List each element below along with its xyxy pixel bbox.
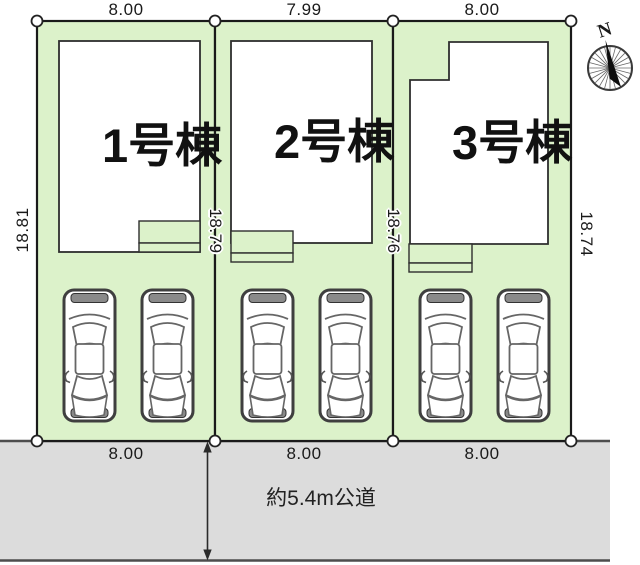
car-top-view-icon bbox=[318, 288, 373, 423]
building-2-label: 2号棟 bbox=[274, 116, 394, 168]
dimension-bottom-lot-3: 8.00 bbox=[464, 444, 500, 463]
dimension-top-lot-3: 8.00 bbox=[464, 0, 500, 19]
road-surface bbox=[0, 441, 610, 561]
building-2-porch-step-2 bbox=[230, 252, 294, 263]
car-top-view-icon bbox=[240, 288, 295, 423]
building-1-porch-step-2 bbox=[138, 242, 201, 253]
building-1-footprint bbox=[58, 40, 201, 253]
dimension-bottom-lot-1: 8.00 bbox=[108, 444, 144, 463]
boundary-marker-icon bbox=[208, 14, 222, 28]
building-1-porch-step-1 bbox=[138, 220, 201, 244]
dimension-bottom-lot-2: 8.00 bbox=[286, 444, 322, 463]
boundary-marker-icon bbox=[564, 14, 578, 28]
dimension-top-lot-1: 8.00 bbox=[108, 0, 144, 19]
building-3-porch-step-2 bbox=[408, 262, 473, 273]
dimension-right-depth: 18.74 bbox=[577, 211, 596, 257]
boundary-marker-icon bbox=[564, 434, 578, 448]
boundary-marker-icon bbox=[386, 434, 400, 448]
car-top-view-icon bbox=[418, 288, 473, 423]
car-top-view-icon bbox=[140, 288, 195, 423]
building-3-porch-step-1 bbox=[408, 243, 473, 264]
compass-rose-icon bbox=[587, 40, 633, 91]
building-2-footprint bbox=[230, 40, 373, 244]
building-1-label: 1号棟 bbox=[102, 120, 222, 172]
dimension-top-lot-2: 7.99 bbox=[286, 0, 322, 19]
dimension-left-depth: 18.81 bbox=[13, 207, 32, 253]
car-top-view-icon bbox=[62, 288, 117, 423]
boundary-marker-icon bbox=[30, 434, 44, 448]
road-label: 約5.4m公道 bbox=[266, 487, 376, 510]
boundary-marker-icon bbox=[208, 434, 222, 448]
dimension-divider-2-3: 18.76 bbox=[384, 208, 403, 254]
dimension-divider-1-2: 18.79 bbox=[206, 208, 225, 254]
building-2-porch-step-1 bbox=[230, 230, 294, 254]
boundary-marker-icon bbox=[30, 14, 44, 28]
boundary-marker-icon bbox=[386, 14, 400, 28]
car-top-view-icon bbox=[496, 288, 551, 423]
building-3-label: 3号棟 bbox=[452, 117, 572, 169]
north-needle-icon bbox=[605, 40, 621, 87]
road-width-arrow-icon bbox=[203, 441, 212, 561]
